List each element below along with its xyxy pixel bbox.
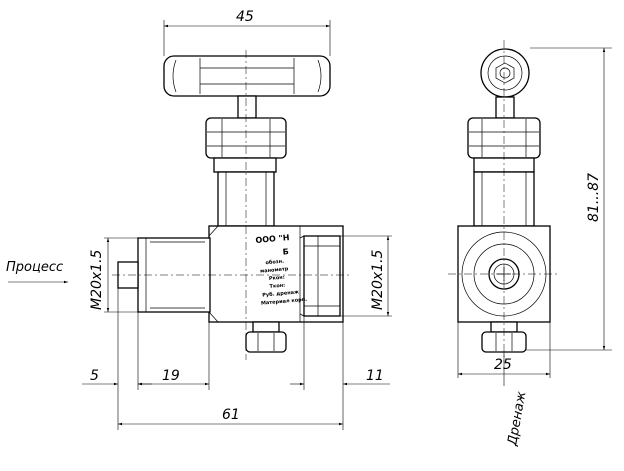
drain-plug bbox=[245, 321, 287, 353]
dim-inlet-length: 19 bbox=[162, 368, 180, 384]
dim-left-thread: M20x1.5 bbox=[89, 249, 105, 310]
dim-total-length: 61 bbox=[222, 407, 240, 423]
dim-outlet-length: 11 bbox=[366, 368, 384, 384]
marking-line8: Материал корп. bbox=[261, 297, 308, 307]
stem bbox=[237, 95, 257, 119]
bonnet bbox=[213, 157, 277, 227]
process-label: Процесс bbox=[6, 260, 63, 275]
dim-body-width: 25 bbox=[494, 357, 512, 373]
marking-line6: Ткон: bbox=[269, 283, 285, 290]
marking-line7: Руб. дренаж bbox=[262, 288, 299, 298]
side-drain-plug bbox=[481, 321, 527, 353]
marking-line4: манометр bbox=[260, 266, 289, 274]
marking-line3: обозн. bbox=[265, 258, 284, 267]
dim-right-thread: M20x1.5 bbox=[370, 249, 386, 310]
dim-handle-width: 45 bbox=[236, 9, 254, 25]
outlet-port bbox=[299, 235, 341, 317]
side-stem bbox=[495, 96, 515, 119]
marking-line2: Б bbox=[282, 247, 289, 256]
front-view: ООО "Н Б обозн. манометр Ркон: Ткон: Руб… bbox=[112, 50, 352, 360]
marking-line5: Ркон: bbox=[269, 275, 285, 282]
t-handle bbox=[163, 55, 331, 97]
front-dimensions: 45 M20x1.5 M20x1.5 Процесс 5 19 11 bbox=[6, 9, 392, 430]
dim-nipple-length: 5 bbox=[90, 368, 99, 384]
body-marking: ООО "Н Б обозн. манометр Ркон: Ткон: Руб… bbox=[255, 233, 308, 307]
dim-total-height: 81...87 bbox=[586, 173, 602, 222]
side-view bbox=[448, 40, 560, 362]
marking-brand: ООО "Н bbox=[255, 233, 290, 245]
drain-label: Дренаж bbox=[505, 390, 529, 448]
handle-end-view bbox=[480, 48, 530, 98]
